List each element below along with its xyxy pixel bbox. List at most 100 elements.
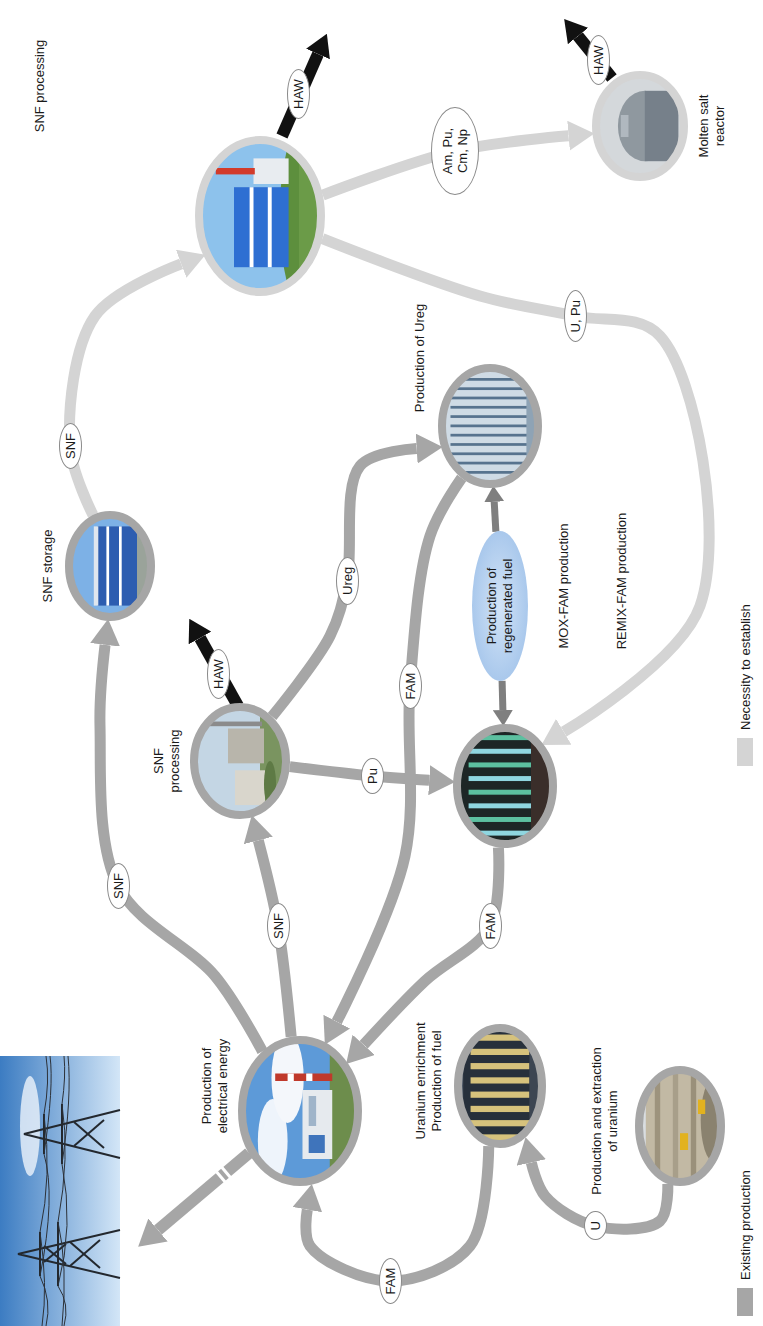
legend-item: Existing production xyxy=(737,1170,753,1316)
flow-arrow xyxy=(70,264,182,515)
photo-part xyxy=(471,1049,530,1055)
photo-part xyxy=(469,749,542,754)
electricity-arrow-shaft xyxy=(158,1153,249,1230)
photo-part xyxy=(216,168,255,174)
photo-part xyxy=(250,187,254,267)
photo-part xyxy=(306,1074,312,1082)
flow-label: SNF xyxy=(59,423,82,469)
photo-cloud xyxy=(20,1076,40,1176)
waste-label: HAW xyxy=(587,35,610,85)
node-label: Production of Ureg xyxy=(412,293,428,423)
photo-part xyxy=(235,770,265,805)
node-label: MOX-FAM production xyxy=(556,516,572,656)
photo-part xyxy=(65,511,155,621)
photo-part xyxy=(450,452,529,455)
node-label: Molten salt reactor xyxy=(696,81,728,171)
break-mark xyxy=(215,1170,227,1184)
photo-part xyxy=(698,1100,705,1114)
photo-part xyxy=(195,136,325,296)
circle-shape xyxy=(190,703,290,819)
pylon-tower xyxy=(18,1222,120,1286)
circle-photo xyxy=(65,511,155,621)
circle-photo xyxy=(454,1024,546,1148)
storage-circle: SNF storage xyxy=(65,511,155,621)
node-label: SNF processing xyxy=(151,721,183,801)
photo-part xyxy=(438,364,542,488)
regenerated-fuel-oval: Production of regenerated fuel xyxy=(472,531,528,681)
photo-part xyxy=(454,1024,546,1148)
circle-shape xyxy=(453,724,557,848)
photo-part xyxy=(450,387,529,390)
photo-part xyxy=(275,1074,332,1082)
flow-arrow xyxy=(258,840,291,1036)
legend-text: Existing production xyxy=(738,1170,753,1280)
circle-ring xyxy=(596,75,684,177)
photo-part xyxy=(450,443,529,446)
legend-text: Necessity to establish xyxy=(738,604,753,730)
photo-part xyxy=(471,1063,530,1069)
ureg-circle: Production of Ureg xyxy=(438,364,542,488)
flow-arrow xyxy=(337,478,462,1022)
mining-circle: Production and extraction of uranium xyxy=(635,1066,725,1186)
flow-label: FAM xyxy=(379,1258,402,1305)
waste-label: HAW xyxy=(287,69,310,119)
photo-part xyxy=(673,1066,678,1186)
processing-circle: SNF processing xyxy=(190,703,290,819)
flow-label: SNF xyxy=(107,863,130,909)
photo-part xyxy=(234,187,289,267)
photo-part xyxy=(97,526,137,605)
flow-arrow xyxy=(499,681,507,710)
circle-ring xyxy=(458,1028,542,1144)
reactor-circle: Molten salt reactor xyxy=(592,71,688,181)
node-label: SNF processing xyxy=(32,26,48,146)
node-label: SNF storage xyxy=(40,516,56,616)
flow-arrow xyxy=(494,502,496,532)
circle-ring xyxy=(242,1040,358,1182)
waste-arrow xyxy=(200,638,238,706)
power-plant-circle: Production of electrical energy xyxy=(238,1036,362,1186)
circle-ring xyxy=(457,728,553,844)
circle-shape xyxy=(438,364,542,488)
node-label: Production and extraction of uranium xyxy=(589,1046,621,1196)
waste-arrow xyxy=(282,54,318,136)
circle-shape xyxy=(454,1024,546,1148)
flow-label: Ureg xyxy=(336,557,359,605)
circle-shape xyxy=(635,1066,725,1186)
photo-part xyxy=(453,724,557,848)
photo-part xyxy=(471,1120,530,1126)
electricity-arrow xyxy=(158,1153,249,1230)
flow-label: U, Pu xyxy=(564,290,587,343)
circle-photo xyxy=(592,71,688,181)
circle-ring xyxy=(639,1070,721,1182)
photo-part xyxy=(119,526,122,605)
oval-fill xyxy=(472,531,528,681)
photo-part xyxy=(469,803,542,808)
pylons-photo xyxy=(0,1056,120,1326)
node-label: Uranium enrichment Production of fuel xyxy=(413,1016,445,1146)
new-processing-circle: SNF processing xyxy=(195,136,325,296)
circle-ring xyxy=(199,140,321,292)
flow-label: Pu xyxy=(361,758,384,794)
pylon-tower xyxy=(24,1104,120,1164)
photo-part xyxy=(190,703,290,819)
photo-part xyxy=(645,91,679,161)
node-label: Production of electrical energy xyxy=(199,1027,231,1145)
power-wires xyxy=(40,1056,69,1326)
legend-swatch xyxy=(737,1288,753,1316)
flow-arrow xyxy=(322,239,709,732)
circle-shape xyxy=(65,511,155,621)
circle-ring xyxy=(69,515,151,617)
photo-part xyxy=(471,1077,530,1083)
photo-part xyxy=(469,817,542,822)
photo-part xyxy=(450,415,529,418)
circle-shape xyxy=(238,1036,362,1186)
circle-shape xyxy=(592,71,688,181)
circle-photo xyxy=(438,364,542,488)
photo-part xyxy=(450,425,529,428)
photo-part xyxy=(254,158,289,184)
flow-label: Am, Pu, Cm, Np xyxy=(431,107,479,195)
circle-ring xyxy=(194,707,286,815)
